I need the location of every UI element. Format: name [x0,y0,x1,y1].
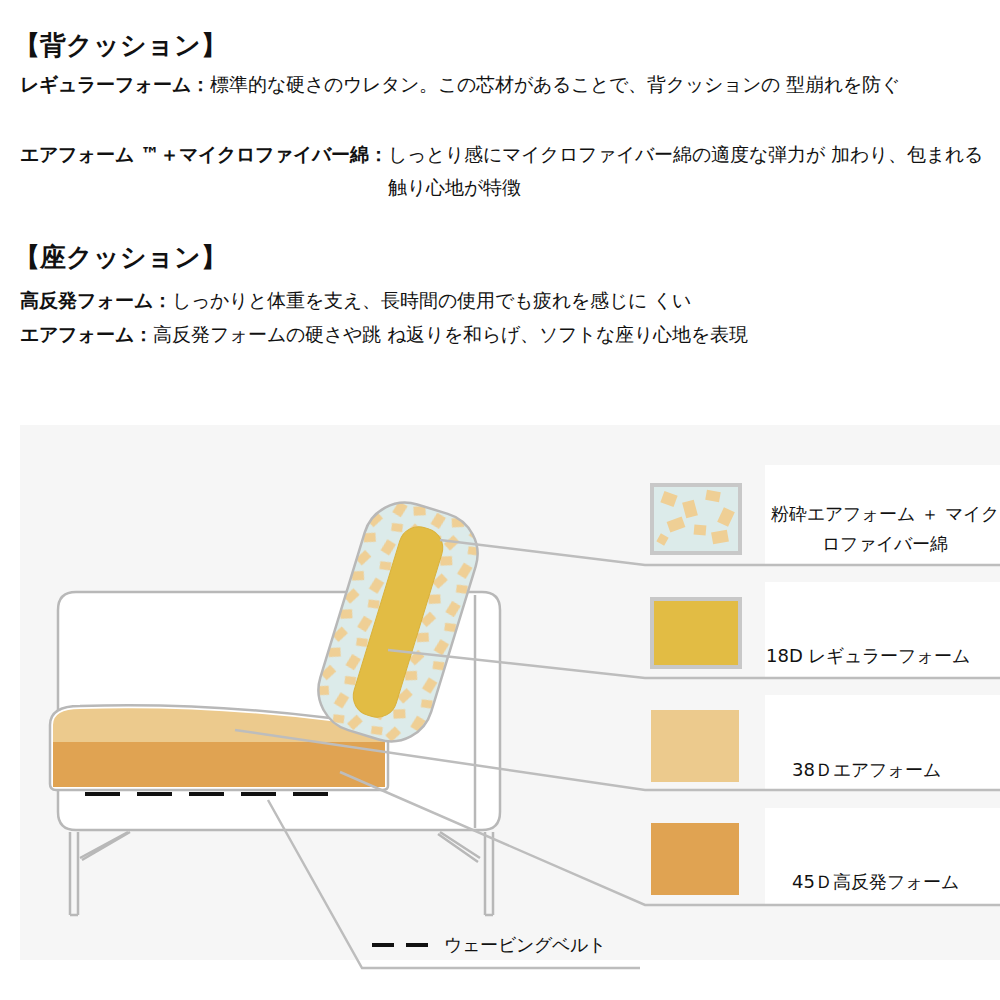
section-heading: 【背クッション】 [14,28,979,63]
material-description: 標準的な硬さのウレタン。この芯材があることで、背クッションの 型崩れを防ぐ [210,68,985,101]
background-panel [20,425,1000,960]
legend-line-sample [372,941,430,949]
legend-label: ウェービングベルト [444,930,694,960]
legend-swatch [650,597,742,669]
legend-panel [765,465,1000,565]
seat-high-resilience-foam [53,742,385,787]
chip-texture [654,487,738,551]
legend-swatch [651,823,739,895]
legend-label: 18D レギュラーフォーム [766,641,1000,671]
heading-text: 【背クッション】 [14,30,227,60]
material-description: 高反発フォームの硬さや跳 ね返りを和らげ、ソフトな座り心地を表現 [153,318,985,351]
legend-panel [765,808,1000,905]
spec-row: エアフォーム：高反発フォームの硬さや跳 ね返りを和らげ、ソフトな座り心地を表現 [20,318,985,351]
material-description: しっとり感にマイクロファイバー綿の適度な弾力が 加わり、包まれる触り心地が特徴 [388,138,985,204]
spec-row: 高反発フォーム：しっかりと体重を支え、長時間の使用でも疲れを感じに くい [20,284,985,317]
material-description: しっかりと体重を支え、長時間の使用でも疲れを感じに くい [172,284,985,317]
material-name: エアフォーム： [20,318,153,351]
legend-label: 粉砕エアフォーム ＋ マイクロファイバー綿 [770,499,1000,559]
legend-label: 45Ｄ高反発フォーム [792,867,992,897]
section-heading: 【座クッション】 [14,240,979,275]
spec-row: レギュラーフォーム：標準的な硬さのウレタン。この芯材があることで、背クッションの… [20,68,985,101]
spec-row: エアフォーム ™＋マイクロファイバー綿：しっとり感にマイクロファイバー綿の適度な… [20,138,985,204]
material-name: エアフォーム ™＋マイクロファイバー綿： [20,138,388,204]
legend-swatch [650,483,742,555]
heading-text: 【座クッション】 [14,242,227,272]
back-cushion [308,492,488,752]
legend-panel [765,695,1000,790]
material-name: レギュラーフォーム： [20,68,210,101]
webbing-belt [85,792,328,796]
legend-label: 38Ｄエアフォーム [792,755,992,785]
material-name: 高反発フォーム： [20,284,172,317]
legend-swatch [651,710,739,782]
leader-line [235,540,1000,968]
legend-panel [765,582,1000,678]
